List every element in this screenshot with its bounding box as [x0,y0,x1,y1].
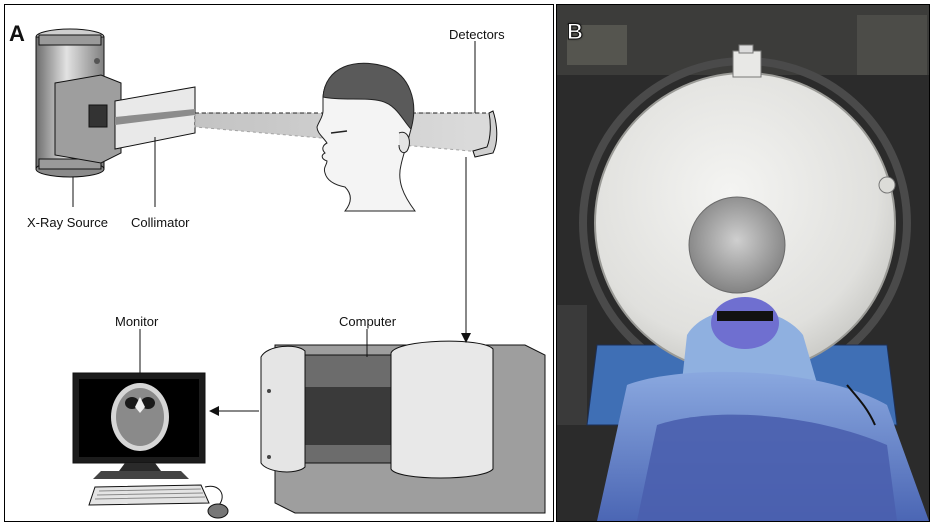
label-monitor: Monitor [115,314,158,329]
label-computer: Computer [339,314,396,329]
patient-head [317,63,415,211]
label-detectors: Detectors [449,27,505,42]
panel-a-ct-schematic: A Detectors X-Ray Source Collimator Moni… [4,4,554,522]
computer-unit [261,341,545,513]
patient-head-covering [711,297,779,349]
monitor [73,373,205,479]
schematic-drawing [5,5,553,521]
xray-source [36,29,121,177]
gantry-bore [689,197,785,293]
keyboard [89,485,209,505]
panel-a-letter: A [9,23,25,45]
ct-scanner-photo [557,5,929,521]
label-collimator: Collimator [131,215,190,230]
mouse [208,504,228,518]
eye-censor-bar [717,311,773,321]
gantry-top-mount [733,51,761,77]
label-xray-source: X-Ray Source [27,215,108,230]
panel-b-ct-photo: B [556,4,930,522]
panel-b-letter: B [567,21,583,43]
